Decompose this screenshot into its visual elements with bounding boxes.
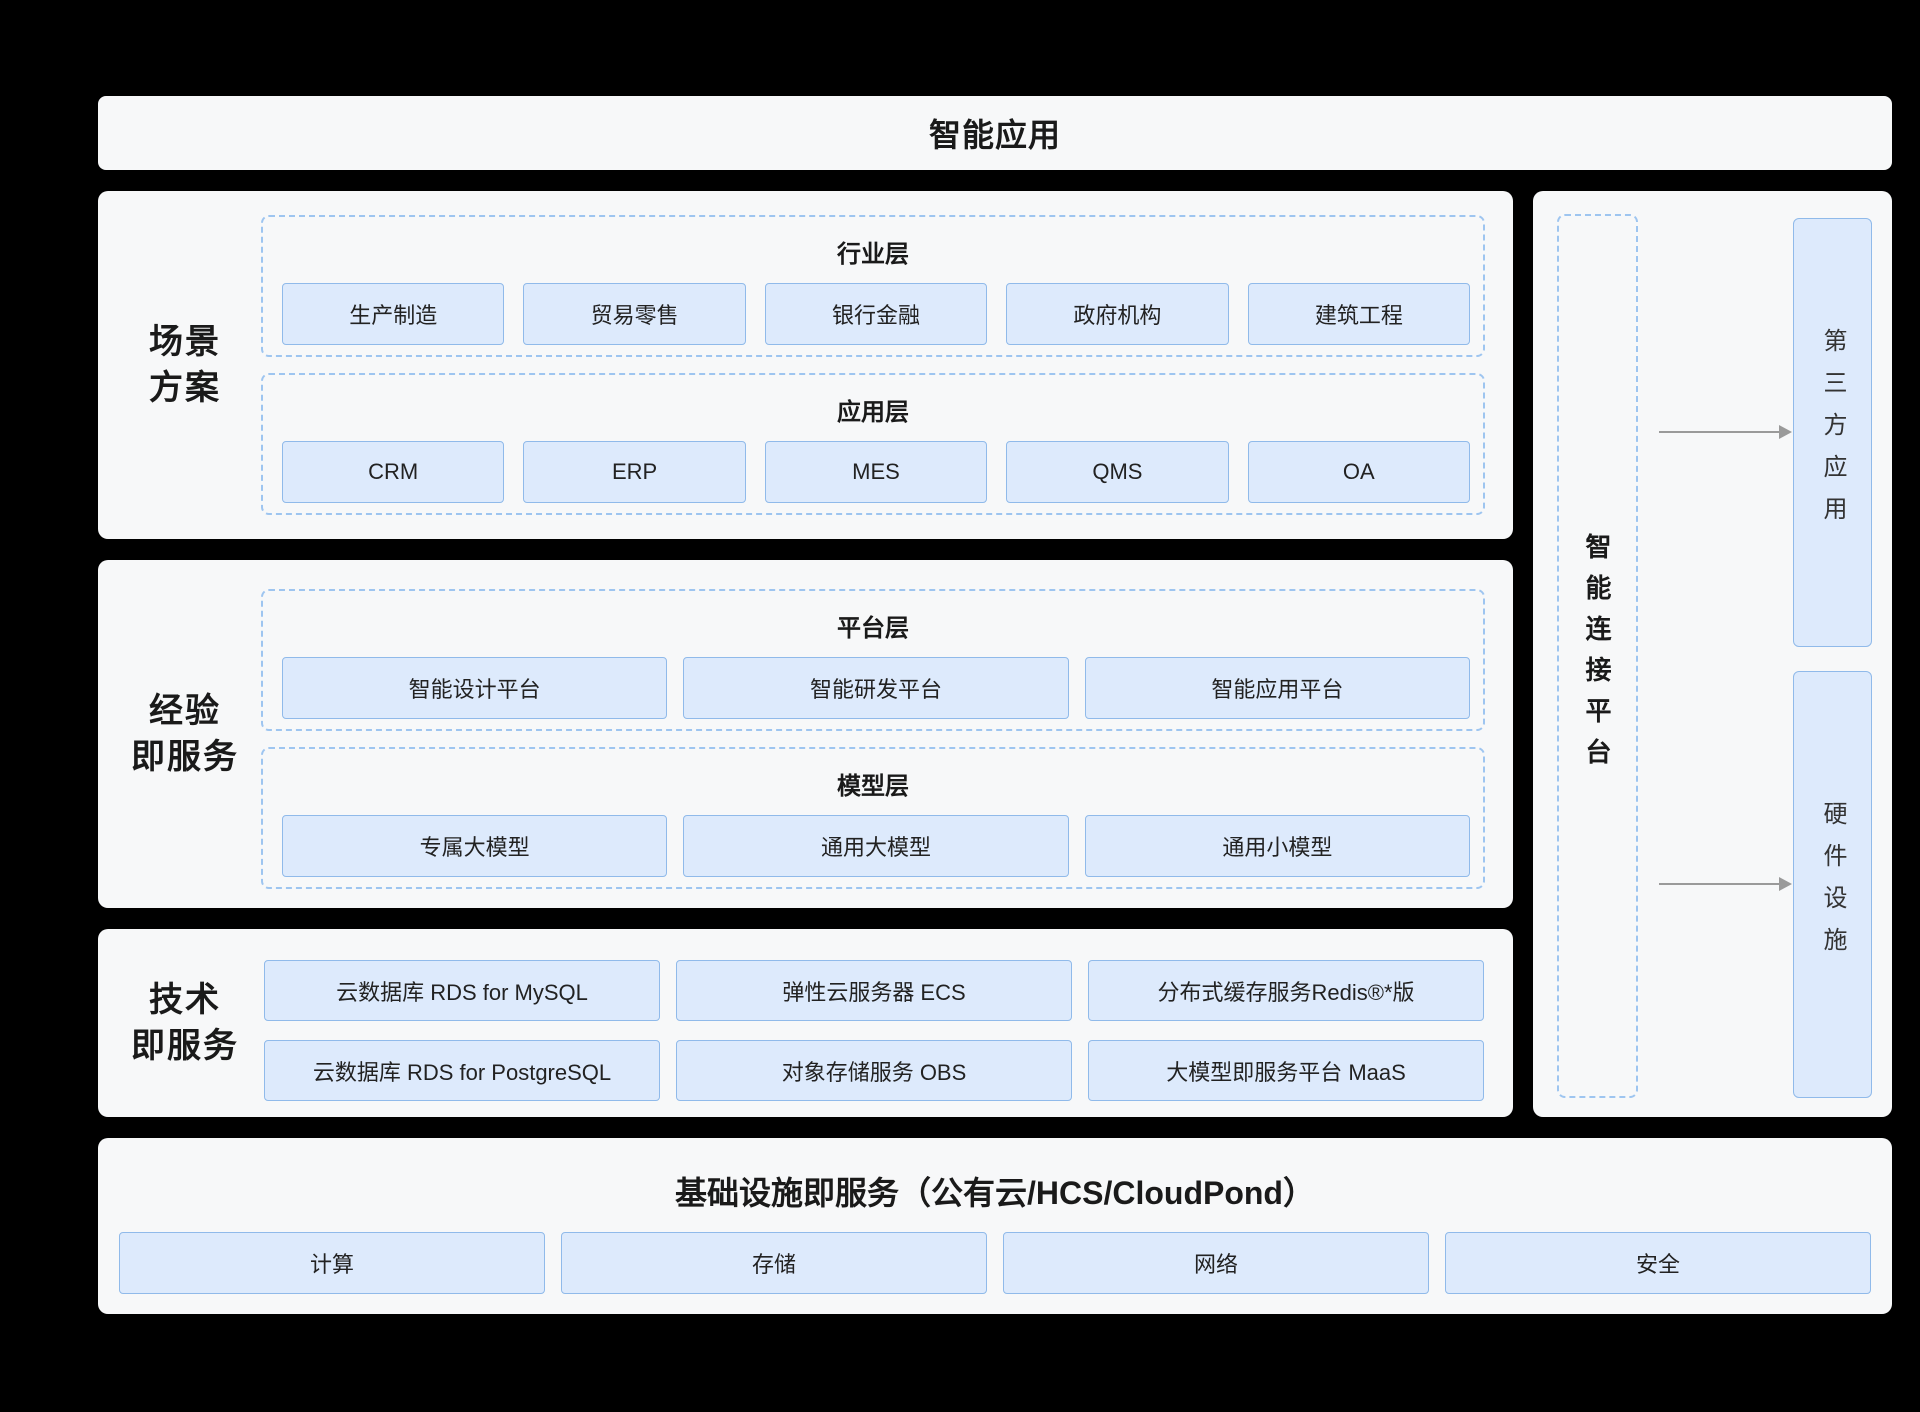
tech-item-rds-mysql: 云数据库 RDS for MySQL xyxy=(264,960,660,1021)
app-item-qms: QMS xyxy=(1006,441,1229,503)
arrow-to-third-party-icon xyxy=(1659,425,1792,439)
industry-item-banking: 银行金融 xyxy=(764,283,988,345)
technology-label-line-2: 即服务 xyxy=(131,1027,239,1065)
platform-layer-row: 智能设计平台 智能研发平台 智能应用平台 xyxy=(282,657,1470,719)
industry-layer-row: 生产制造 贸易零售 银行金融 政府机构 建筑工程 xyxy=(282,283,1471,345)
model-layer-row: 专属大模型 通用大模型 通用小模型 xyxy=(282,815,1470,877)
third-party-app-label: 第三方应用 xyxy=(1819,327,1846,538)
application-layer-group: 应用层 CRM ERP MES QMS OA xyxy=(261,373,1485,515)
platform-item-application: 智能应用平台 xyxy=(1084,657,1470,719)
scenario-label-line-2: 方案 xyxy=(149,369,221,407)
experience-label-line-2: 即服务 xyxy=(131,738,239,776)
model-item-general-small: 通用小模型 xyxy=(1084,815,1470,877)
third-party-app-box: 第三方应用 xyxy=(1793,218,1872,647)
industry-item-retail: 贸易零售 xyxy=(523,283,746,345)
top-banner: 智能应用 xyxy=(98,96,1892,170)
iaas-item-network: 网络 xyxy=(1003,1232,1429,1294)
application-layer-title: 应用层 xyxy=(837,399,909,426)
connection-platform-box: 智能连接平台 xyxy=(1557,214,1638,1098)
model-item-dedicated-large: 专属大模型 xyxy=(282,815,668,877)
iaas-row: 计算 存储 网络 安全 xyxy=(119,1232,1871,1294)
iaas-item-security: 安全 xyxy=(1445,1232,1871,1294)
application-layer-row: CRM ERP MES QMS OA xyxy=(282,441,1471,503)
industry-item-government: 政府机构 xyxy=(1006,283,1229,345)
app-item-oa: OA xyxy=(1247,441,1471,503)
industry-layer-title: 行业层 xyxy=(837,241,909,268)
panel-technology-as-a-service: 技术 即服务 云数据库 RDS for MySQL 弹性云服务器 ECS 分布式… xyxy=(98,929,1513,1117)
experience-label-line-1: 经验 xyxy=(149,692,221,730)
iaas-item-compute: 计算 xyxy=(119,1232,545,1294)
connection-platform-label: 智能连接平台 xyxy=(1582,533,1612,779)
platform-item-design: 智能设计平台 xyxy=(282,657,668,719)
app-item-mes: MES xyxy=(764,441,988,503)
app-item-erp: ERP xyxy=(523,441,746,503)
panel-experience-as-a-service: 经验 即服务 平台层 智能设计平台 智能研发平台 智能应用平台 模型层 专属大模… xyxy=(98,560,1513,908)
tech-item-obs: 对象存储服务 OBS xyxy=(676,1040,1072,1101)
scenario-label-line-1: 场景 xyxy=(149,323,221,361)
arrow-to-hardware-icon xyxy=(1659,877,1792,891)
tech-item-redis: 分布式缓存服务Redis®*版 xyxy=(1088,960,1484,1021)
model-layer-group: 模型层 专属大模型 通用大模型 通用小模型 xyxy=(261,747,1485,889)
panel-scenario-solutions: 场景 方案 行业层 生产制造 贸易零售 银行金融 政府机构 建筑工程 应用层 C… xyxy=(98,191,1513,539)
hardware-facility-box: 硬件设施 xyxy=(1793,671,1872,1098)
top-banner-title: 智能应用 xyxy=(928,117,1061,153)
technology-label-line-1: 技术 xyxy=(149,981,221,1019)
model-item-general-large: 通用大模型 xyxy=(683,815,1069,877)
platform-layer-title: 平台层 xyxy=(837,615,909,642)
industry-item-manufacturing: 生产制造 xyxy=(282,283,505,345)
tech-item-maas: 大模型即服务平台 MaaS xyxy=(1088,1040,1484,1101)
hardware-facility-label: 硬件设施 xyxy=(1819,800,1846,969)
panel-iaas: 基础设施即服务（公有云/HCS/CloudPond） 计算 存储 网络 安全 xyxy=(98,1138,1892,1314)
experience-panel-label: 经验 即服务 xyxy=(110,560,260,908)
platform-item-rnd: 智能研发平台 xyxy=(683,657,1069,719)
iaas-item-storage: 存储 xyxy=(561,1232,987,1294)
scenario-panel-label: 场景 方案 xyxy=(110,191,260,539)
app-item-crm: CRM xyxy=(282,441,505,503)
technology-services-grid: 云数据库 RDS for MySQL 弹性云服务器 ECS 分布式缓存服务Red… xyxy=(264,960,1484,1101)
panel-intelligent-connection: 智能连接平台 第三方应用 硬件设施 xyxy=(1533,191,1892,1117)
tech-item-rds-postgresql: 云数据库 RDS for PostgreSQL xyxy=(264,1040,660,1101)
technology-panel-label: 技术 即服务 xyxy=(110,929,260,1117)
model-layer-title: 模型层 xyxy=(837,773,909,800)
platform-layer-group: 平台层 智能设计平台 智能研发平台 智能应用平台 xyxy=(261,589,1485,731)
industry-layer-group: 行业层 生产制造 贸易零售 银行金融 政府机构 建筑工程 xyxy=(261,215,1485,357)
iaas-title: 基础设施即服务（公有云/HCS/CloudPond） xyxy=(675,1175,1315,1211)
tech-item-ecs: 弹性云服务器 ECS xyxy=(676,960,1072,1021)
industry-item-construction: 建筑工程 xyxy=(1247,283,1471,345)
